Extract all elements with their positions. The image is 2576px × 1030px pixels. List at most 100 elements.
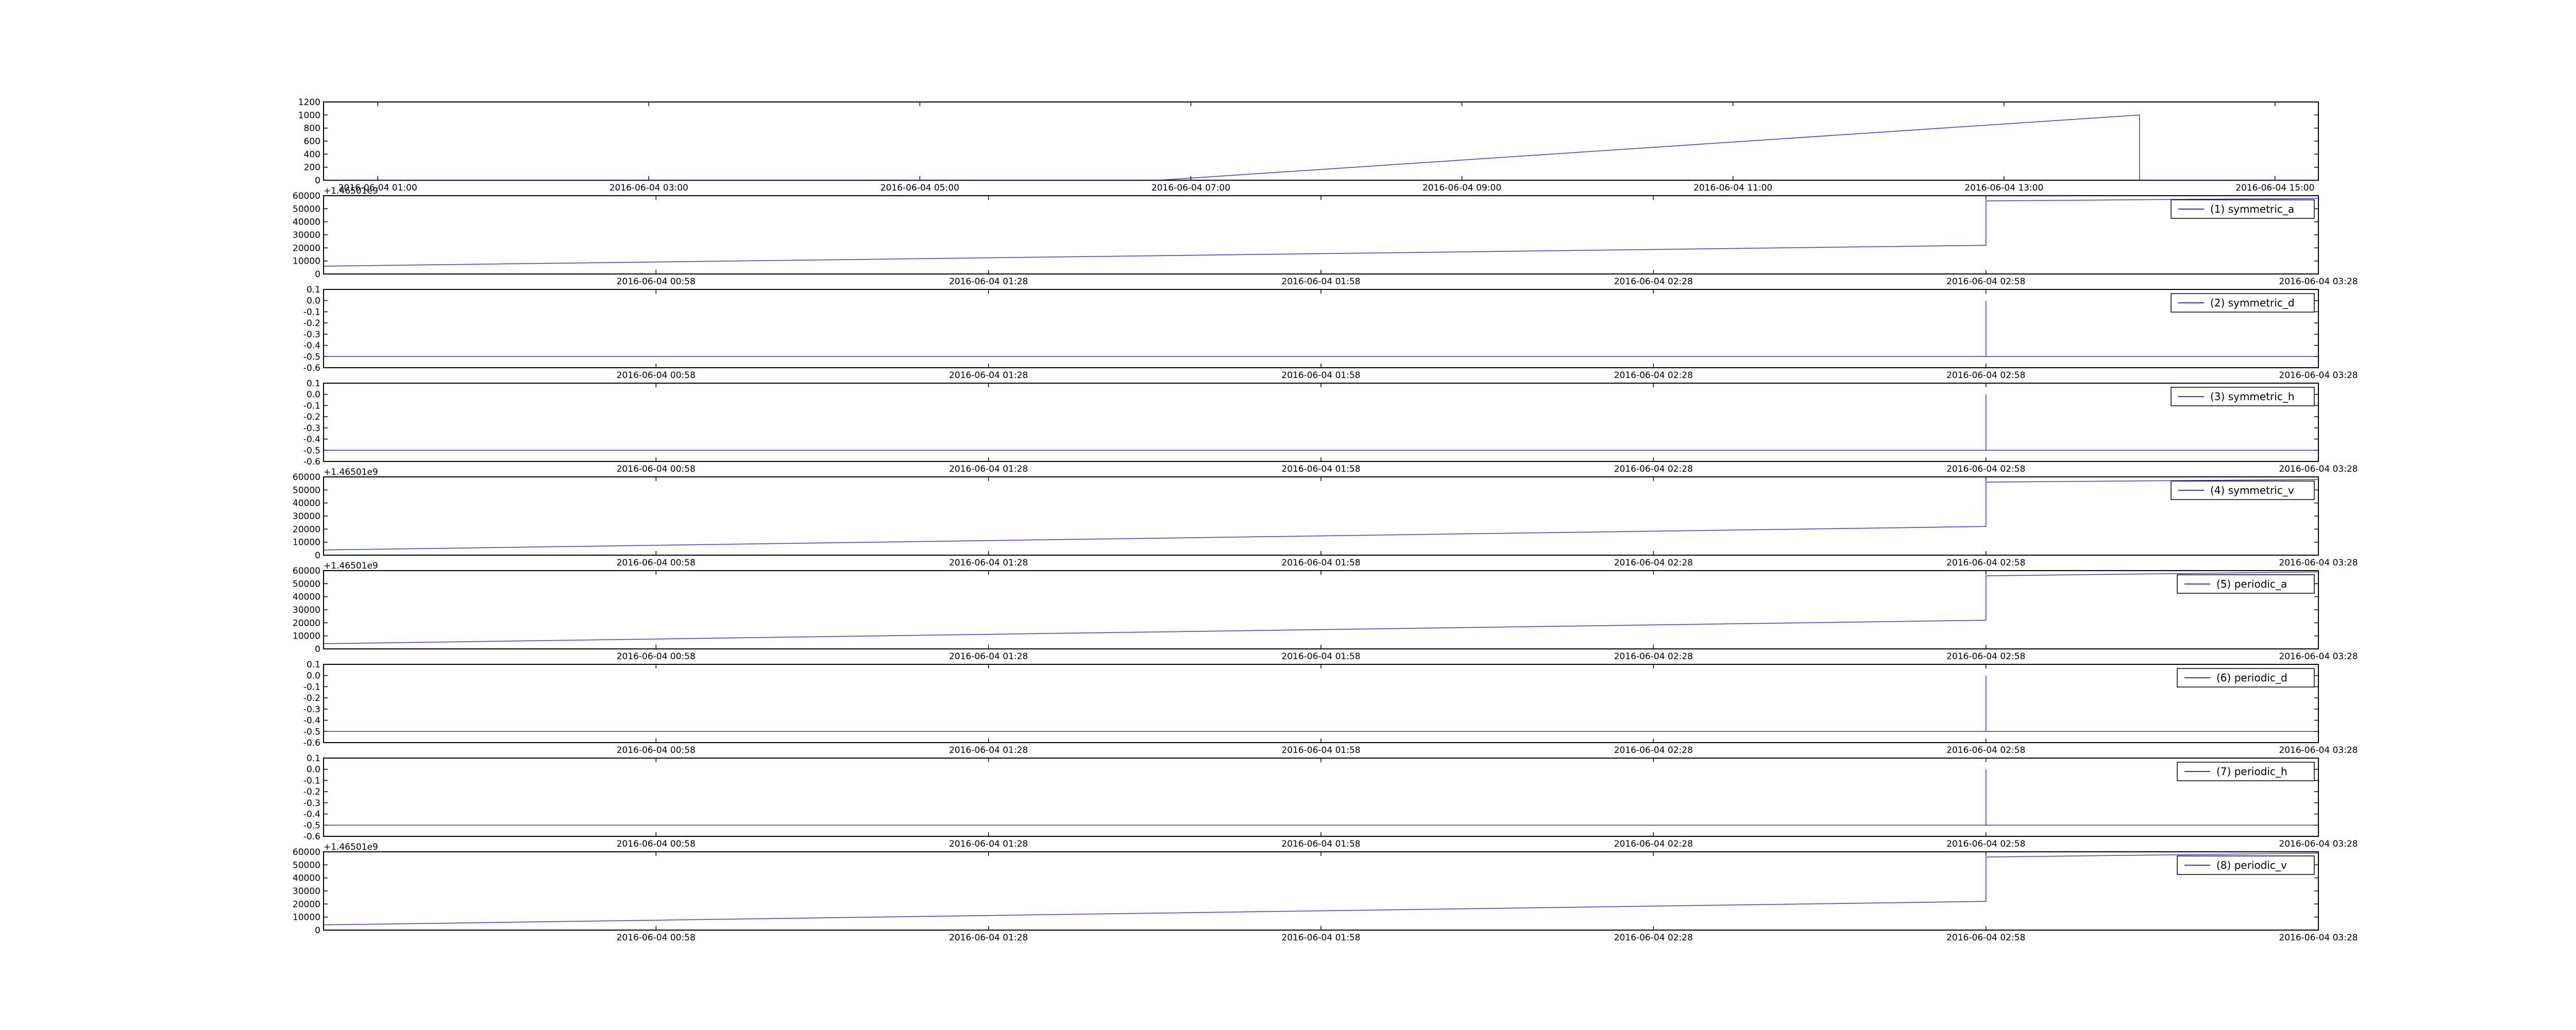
subplot-8: -0.6-0.5-0.4-0.3-0.2-0.10.00.12016-06-04… bbox=[303, 753, 2358, 849]
series-line bbox=[324, 114, 2318, 181]
x-tick-label: 2016-06-04 03:28 bbox=[2279, 464, 2358, 474]
x-tick-label: 2016-06-04 03:00 bbox=[609, 183, 688, 193]
x-tick-label: 2016-06-04 02:58 bbox=[1946, 651, 2025, 662]
legend-label: (6) periodic_d bbox=[2216, 672, 2287, 684]
x-tick-label: 2016-06-04 00:58 bbox=[617, 651, 696, 662]
y-tick-label: -0.4 bbox=[303, 341, 320, 351]
subplot-4: -0.6-0.5-0.4-0.3-0.2-0.10.00.12016-06-04… bbox=[303, 379, 2358, 474]
y-tick-label: -0.1 bbox=[303, 776, 320, 786]
y-tick-label: 1200 bbox=[298, 97, 320, 108]
series-line bbox=[323, 852, 2319, 925]
x-tick-label: 2016-06-04 09:00 bbox=[1422, 183, 1501, 193]
y-tick-label: 40000 bbox=[293, 499, 320, 509]
y-tick-label: -0.6 bbox=[303, 738, 320, 748]
legend-label: (1) symmetric_a bbox=[2210, 203, 2294, 215]
x-tick-label: 2016-06-04 01:28 bbox=[949, 745, 1028, 756]
subplot-6: 01000020000300004000050000600002016-06-0… bbox=[293, 561, 2358, 662]
x-tick-label: 2016-06-04 01:58 bbox=[1281, 370, 1360, 381]
x-tick-label: 2016-06-04 03:28 bbox=[2279, 370, 2358, 381]
y-tick-label: -0.5 bbox=[303, 352, 320, 362]
x-tick-label: 2016-06-04 00:58 bbox=[617, 839, 696, 849]
y-tick-label: 600 bbox=[304, 136, 320, 147]
axes-frame bbox=[323, 101, 2319, 181]
y-tick-label: 0 bbox=[315, 269, 320, 280]
x-tick-label: 2016-06-04 02:28 bbox=[1614, 933, 1693, 943]
axes-frame bbox=[323, 758, 2319, 837]
x-tick-label: 2016-06-04 02:58 bbox=[1946, 464, 2025, 474]
y-tick-label: -0.6 bbox=[303, 363, 320, 373]
x-tick-label: 2016-06-04 02:28 bbox=[1614, 464, 1693, 474]
y-tick-label: 30000 bbox=[293, 886, 320, 897]
y-tick-label: 1000 bbox=[298, 110, 320, 121]
y-tick-label: 40000 bbox=[293, 217, 320, 228]
legend-box bbox=[2171, 387, 2315, 406]
axes-frame bbox=[323, 476, 2319, 556]
axes-frame bbox=[323, 851, 2319, 931]
x-tick-label: 2016-06-04 00:58 bbox=[617, 745, 696, 756]
x-tick-label: 2016-06-04 03:28 bbox=[2279, 839, 2358, 849]
subplot-5: 01000020000300004000050000600002016-06-0… bbox=[293, 467, 2358, 568]
y-tick-label: 50000 bbox=[293, 579, 320, 589]
x-tick-label: 2016-06-04 01:28 bbox=[949, 370, 1028, 381]
axis-offset-label: +1.46501e9 bbox=[324, 842, 378, 852]
y-tick-label: 0.0 bbox=[307, 296, 320, 306]
y-tick-label: 50000 bbox=[293, 204, 320, 214]
axis-offset-label: +1.46501e9 bbox=[324, 186, 378, 196]
subplot-9: 01000020000300004000050000600002016-06-0… bbox=[293, 842, 2358, 943]
y-tick-label: 0.0 bbox=[307, 390, 320, 400]
series-line bbox=[324, 675, 2318, 732]
y-tick-label: 50000 bbox=[293, 860, 320, 870]
y-tick-label: 0 bbox=[315, 644, 320, 655]
x-tick-label: 2016-06-04 00:58 bbox=[617, 370, 696, 381]
x-tick-label: 2016-06-04 02:58 bbox=[1946, 370, 2025, 381]
y-tick-label: 30000 bbox=[293, 605, 320, 615]
y-tick-label: -0.3 bbox=[303, 705, 320, 715]
y-tick-label: 40000 bbox=[293, 592, 320, 603]
x-tick-label: 2016-06-04 00:58 bbox=[617, 933, 696, 943]
x-tick-label: 2016-06-04 02:28 bbox=[1614, 277, 1693, 287]
y-tick-label: 200 bbox=[304, 163, 320, 173]
series-line bbox=[324, 394, 2318, 451]
axes-frame bbox=[323, 383, 2319, 462]
x-tick-label: 2016-06-04 01:58 bbox=[1281, 464, 1360, 474]
x-tick-label: 2016-06-04 11:00 bbox=[1693, 183, 1772, 193]
y-tick-label: -0.2 bbox=[303, 693, 320, 703]
legend-label: (3) symmetric_h bbox=[2210, 390, 2295, 403]
legend-label: (4) symmetric_v bbox=[2210, 484, 2294, 496]
y-tick-label: 20000 bbox=[293, 243, 320, 253]
y-tick-label: 0.0 bbox=[307, 671, 320, 681]
y-tick-label: -0.5 bbox=[303, 445, 320, 456]
x-tick-label: 2016-06-04 01:58 bbox=[1281, 745, 1360, 756]
y-tick-label: 10000 bbox=[293, 913, 320, 923]
series-line bbox=[324, 769, 2318, 826]
subplot-7: -0.6-0.5-0.4-0.3-0.2-0.10.00.12016-06-04… bbox=[303, 660, 2358, 756]
x-tick-label: 2016-06-04 01:58 bbox=[1281, 558, 1360, 568]
y-tick-label: -0.1 bbox=[303, 307, 320, 317]
x-tick-label: 2016-06-04 02:28 bbox=[1614, 370, 1693, 381]
x-tick-label: 2016-06-04 02:58 bbox=[1946, 558, 2025, 568]
x-tick-label: 2016-06-04 01:28 bbox=[949, 464, 1028, 474]
series-line bbox=[323, 198, 2319, 267]
y-tick-label: -0.6 bbox=[303, 832, 320, 842]
axes-frame bbox=[323, 664, 2319, 743]
y-tick-label: 10000 bbox=[293, 538, 320, 548]
series-line bbox=[324, 300, 2318, 357]
y-tick-label: 0.1 bbox=[307, 660, 320, 670]
y-tick-label: 400 bbox=[304, 149, 320, 160]
x-tick-label: 2016-06-04 03:28 bbox=[2279, 745, 2358, 756]
x-tick-label: 2016-06-04 01:58 bbox=[1281, 933, 1360, 943]
x-tick-label: 2016-06-04 01:28 bbox=[949, 558, 1028, 568]
series-line bbox=[323, 479, 2319, 551]
y-tick-label: -0.4 bbox=[303, 435, 320, 445]
y-tick-label: -0.3 bbox=[303, 423, 320, 434]
x-tick-label: 2016-06-04 02:58 bbox=[1946, 745, 2025, 756]
y-tick-label: 0 bbox=[315, 176, 320, 186]
x-tick-label: 2016-06-04 03:28 bbox=[2279, 277, 2358, 287]
x-tick-label: 2016-06-04 02:28 bbox=[1614, 839, 1693, 849]
series-line bbox=[323, 571, 2319, 644]
x-tick-label: 2016-06-04 02:58 bbox=[1946, 839, 2025, 849]
x-tick-label: 2016-06-04 00:58 bbox=[617, 558, 696, 568]
legend-label: (2) symmetric_d bbox=[2210, 297, 2295, 309]
x-tick-label: 2016-06-04 03:28 bbox=[2279, 933, 2358, 943]
